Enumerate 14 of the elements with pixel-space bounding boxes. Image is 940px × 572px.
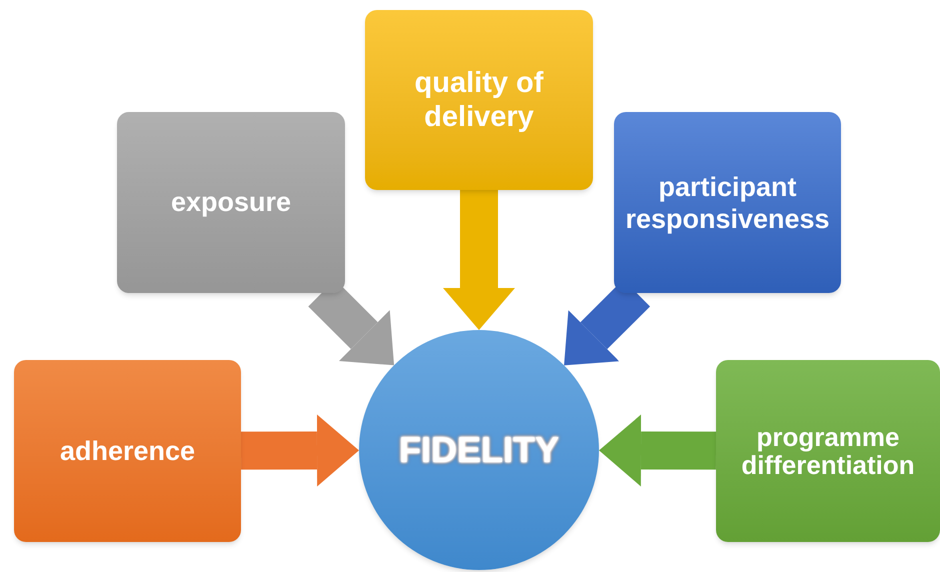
- box-label: programme differentiation: [740, 423, 916, 479]
- process-box: [117, 112, 345, 293]
- process-box: [614, 112, 841, 293]
- block-arrow: [599, 414, 716, 486]
- process-box: [14, 360, 241, 542]
- block-arrow: [241, 414, 359, 486]
- process-box: [365, 10, 593, 190]
- box-label: adherence: [60, 434, 196, 468]
- box-label: quality of delivery: [414, 66, 544, 134]
- block-arrow: [443, 190, 515, 330]
- process-box: [716, 360, 940, 542]
- circle-label: FIDELITY: [399, 428, 559, 472]
- box-label: exposure: [170, 186, 292, 220]
- box-label: participant responsiveness: [624, 170, 831, 234]
